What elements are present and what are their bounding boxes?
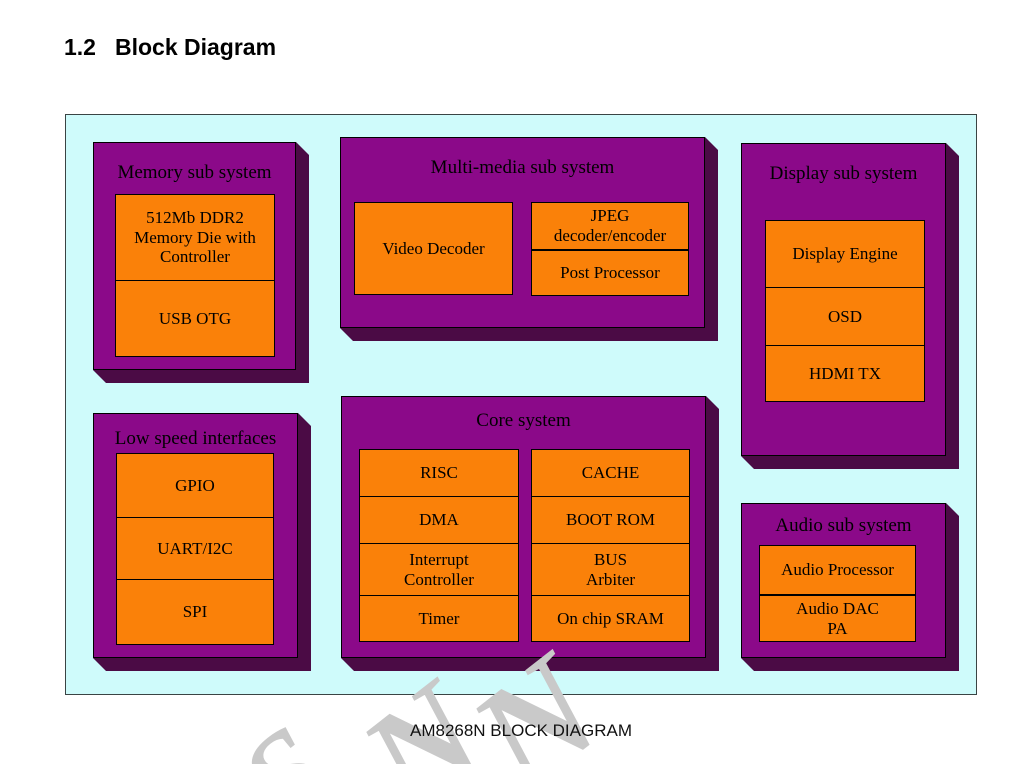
core-system-block: Core system RISC DMA Interrupt Controlle… bbox=[341, 396, 706, 658]
cell-audio-dac-pa: Audio DAC PA bbox=[760, 594, 915, 641]
diagram-caption: AM8268N BLOCK DIAGRAM bbox=[409, 721, 632, 740]
section-title: Block Diagram bbox=[114, 34, 277, 60]
memory-subsystem-face: Memory sub system 512Mb DDR2 Memory Die … bbox=[93, 142, 296, 370]
cell-uart-i2c: UART/I2C bbox=[117, 517, 273, 579]
cell-hdmi-tx: HDMI TX bbox=[766, 345, 924, 401]
lowspeed-interfaces-title: Low speed interfaces bbox=[114, 428, 277, 449]
audio-subsystem-block: Audio sub system Audio Processor Audio D… bbox=[741, 503, 946, 658]
memory-cell-stack: 512Mb DDR2 Memory Die with Controller US… bbox=[115, 194, 275, 357]
lowspeed-cell-stack: GPIO UART/I2C SPI bbox=[116, 453, 274, 645]
multimedia-left-stack: Video Decoder bbox=[354, 202, 513, 295]
core-right-stack: CACHE BOOT ROM BUS Arbiter On chip SRAM bbox=[531, 449, 690, 642]
audio-cell-stack: Audio Processor Audio DAC PA bbox=[759, 545, 916, 642]
cell-post-processor: Post Processor bbox=[532, 249, 688, 295]
cell-audio-processor: Audio Processor bbox=[760, 546, 915, 594]
cell-risc: RISC bbox=[360, 450, 518, 496]
audio-subsystem-title: Audio sub system bbox=[775, 515, 912, 536]
multimedia-subsystem-face: Multi-media sub system Video Decoder JPE… bbox=[340, 137, 705, 328]
cell-osd: OSD bbox=[766, 287, 924, 345]
cell-gpio: GPIO bbox=[117, 454, 273, 517]
multimedia-subsystem-block: Multi-media sub system Video Decoder JPE… bbox=[340, 137, 705, 328]
cell-usb-otg: USB OTG bbox=[116, 280, 274, 356]
memory-subsystem-block: Memory sub system 512Mb DDR2 Memory Die … bbox=[93, 142, 296, 370]
section-heading: 1.2 Block Diagram bbox=[64, 34, 276, 61]
core-system-title: Core system bbox=[476, 410, 571, 431]
cell-video-decoder: Video Decoder bbox=[355, 203, 512, 294]
display-subsystem-face: Display sub system Display Engine OSD HD… bbox=[741, 143, 946, 456]
core-left-stack: RISC DMA Interrupt Controller Timer bbox=[359, 449, 519, 642]
display-subsystem-block: Display sub system Display Engine OSD HD… bbox=[741, 143, 946, 456]
section-number: 1.2 bbox=[64, 34, 96, 60]
multimedia-subsystem-title: Multi-media sub system bbox=[430, 157, 615, 178]
cell-dma: DMA bbox=[360, 496, 518, 543]
memory-subsystem-title: Memory sub system bbox=[117, 162, 272, 183]
cell-ddr2-memory: 512Mb DDR2 Memory Die with Controller bbox=[116, 195, 274, 280]
lowspeed-interfaces-face: Low speed interfaces GPIO UART/I2C SPI bbox=[93, 413, 298, 658]
lowspeed-interfaces-block: Low speed interfaces GPIO UART/I2C SPI bbox=[93, 413, 298, 658]
cell-display-engine: Display Engine bbox=[766, 221, 924, 287]
core-system-face: Core system RISC DMA Interrupt Controlle… bbox=[341, 396, 706, 658]
audio-subsystem-face: Audio sub system Audio Processor Audio D… bbox=[741, 503, 946, 658]
cell-interrupt-controller: Interrupt Controller bbox=[360, 543, 518, 595]
cell-timer: Timer bbox=[360, 595, 518, 641]
multimedia-right-stack: JPEG decoder/encoder Post Processor bbox=[531, 202, 689, 296]
display-subsystem-title: Display sub system bbox=[769, 163, 918, 184]
cell-cache: CACHE bbox=[532, 450, 689, 496]
cell-jpeg-codec: JPEG decoder/encoder bbox=[532, 203, 688, 249]
cell-spi: SPI bbox=[117, 579, 273, 644]
cell-boot-rom: BOOT ROM bbox=[532, 496, 689, 543]
cell-bus-arbiter: BUS Arbiter bbox=[532, 543, 689, 595]
block-diagram-canvas: Memory sub system 512Mb DDR2 Memory Die … bbox=[65, 114, 977, 695]
display-cell-stack: Display Engine OSD HDMI TX bbox=[765, 220, 925, 402]
cell-on-chip-sram: On chip SRAM bbox=[532, 595, 689, 641]
